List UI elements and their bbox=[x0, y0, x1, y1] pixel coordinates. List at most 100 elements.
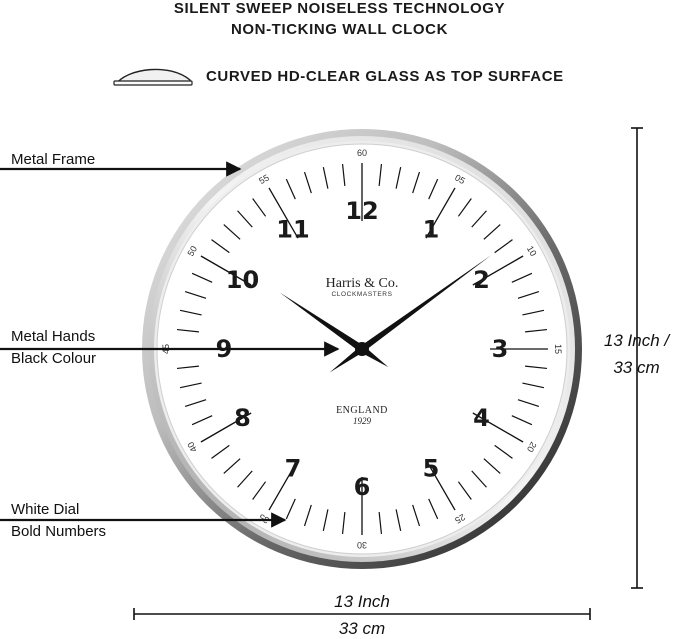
minute-tick bbox=[522, 382, 545, 389]
hour-numeral: 12 bbox=[345, 197, 378, 225]
clock-year: 1929 bbox=[353, 416, 372, 426]
width-label-cm: 33 cm bbox=[338, 619, 386, 638]
minute-tick bbox=[179, 382, 202, 389]
minute-tick bbox=[237, 210, 253, 228]
minute-tick bbox=[268, 187, 299, 239]
height-label-cm: 33 cm bbox=[613, 358, 660, 377]
minute-label: 05 bbox=[453, 172, 467, 186]
minute-label: 60 bbox=[357, 148, 367, 158]
height-label-inch: 13 Inch / bbox=[603, 331, 670, 350]
minute-label: 40 bbox=[185, 440, 199, 454]
hour-numeral: 7 bbox=[285, 455, 302, 483]
minute-tick bbox=[303, 504, 312, 527]
minute-tick bbox=[200, 412, 252, 443]
minute-tick bbox=[285, 498, 296, 520]
headline-line-1: SILENT SWEEP NOISELESS TECHNOLOGY bbox=[173, 0, 506, 17]
minute-tick bbox=[457, 198, 472, 217]
minute-tick bbox=[525, 365, 548, 370]
minute-tick bbox=[517, 290, 540, 299]
callout-metal-frame: Metal Frame bbox=[11, 151, 96, 168]
minute-tick bbox=[483, 224, 501, 240]
minute-label: 30 bbox=[357, 540, 367, 550]
minute-label: 20 bbox=[525, 440, 539, 454]
clock-hands bbox=[279, 254, 492, 373]
minute-tick bbox=[322, 509, 329, 532]
hour-numeral: 10 bbox=[226, 266, 259, 294]
clock-origin: ENGLAND bbox=[336, 405, 388, 416]
hour-numeral: 8 bbox=[234, 404, 251, 432]
minute-tick bbox=[517, 399, 540, 408]
minute-tick bbox=[200, 255, 252, 286]
minute-tick bbox=[341, 163, 346, 186]
callout-bold-numbers: Bold Numbers bbox=[11, 523, 107, 540]
minute-tick bbox=[472, 412, 524, 443]
minute-tick bbox=[184, 399, 207, 408]
headline-line-2: NON-TICKING WALL CLOCK bbox=[230, 21, 449, 38]
minute-tick bbox=[483, 458, 501, 474]
hour-numeral: 1 bbox=[423, 215, 440, 243]
minute-tick bbox=[211, 444, 230, 459]
minute-tick bbox=[425, 459, 456, 511]
width-label-inch: 13 Inch bbox=[334, 592, 390, 611]
minute-tick bbox=[395, 166, 402, 189]
minute-label: 55 bbox=[257, 172, 271, 186]
minute-tick bbox=[191, 415, 213, 426]
minute-tick bbox=[425, 187, 456, 239]
minute-tick bbox=[237, 470, 253, 488]
minute-tick bbox=[525, 328, 548, 333]
minute-tick bbox=[457, 481, 472, 500]
minute-hand bbox=[329, 254, 492, 373]
minute-tick bbox=[511, 415, 533, 426]
clock-subbrand: CLOCKMASTERS bbox=[331, 291, 392, 298]
hour-numeral: 11 bbox=[276, 215, 309, 243]
minute-tick bbox=[303, 171, 312, 194]
minute-tick bbox=[472, 255, 524, 286]
minute-tick bbox=[494, 239, 513, 254]
minute-tick bbox=[176, 365, 199, 370]
minute-tick bbox=[223, 458, 241, 474]
minute-tick bbox=[428, 178, 439, 200]
minute-tick bbox=[428, 498, 439, 520]
minute-tick bbox=[268, 459, 299, 511]
minute-tick bbox=[471, 470, 487, 488]
minute-tick bbox=[285, 178, 296, 200]
minute-tick bbox=[211, 239, 230, 254]
hour-numeral: 3 bbox=[492, 335, 509, 363]
minute-tick bbox=[223, 224, 241, 240]
glass-note: CURVED HD-CLEAR GLASS AS TOP SURFACE bbox=[206, 68, 564, 85]
hour-numeral: 6 bbox=[354, 473, 371, 501]
callout-metal-hands: Metal Hands bbox=[11, 328, 96, 345]
minute-tick bbox=[494, 444, 513, 459]
minute-tick bbox=[179, 309, 202, 316]
hour-numeral: 5 bbox=[423, 455, 440, 483]
minute-tick bbox=[378, 163, 383, 186]
callout-black-colour: Black Colour bbox=[11, 350, 97, 367]
minute-tick bbox=[184, 290, 207, 299]
minute-label: 35 bbox=[257, 512, 271, 526]
center-cap bbox=[355, 342, 369, 356]
minute-tick bbox=[412, 171, 421, 194]
minute-label: 25 bbox=[453, 512, 467, 526]
minute-tick bbox=[412, 504, 421, 527]
minute-label: 15 bbox=[553, 344, 563, 354]
minute-tick bbox=[511, 272, 533, 283]
minute-label: 10 bbox=[525, 244, 539, 258]
minute-tick bbox=[322, 166, 329, 189]
hour-numeral: 2 bbox=[473, 266, 490, 294]
minute-label: 50 bbox=[185, 244, 199, 258]
callout-white-dial: White Dial bbox=[11, 501, 80, 518]
minute-tick bbox=[176, 328, 199, 333]
minute-tick bbox=[378, 512, 383, 535]
width-dimension-line bbox=[133, 608, 591, 620]
minute-tick bbox=[252, 481, 267, 500]
hour-numeral: 4 bbox=[473, 404, 490, 432]
minute-tick bbox=[191, 272, 213, 283]
minute-tick bbox=[471, 210, 487, 228]
minute-tick bbox=[395, 509, 402, 532]
height-dimension-line bbox=[631, 127, 643, 589]
dome-glass-icon bbox=[113, 68, 193, 86]
minute-tick bbox=[522, 309, 545, 316]
minute-tick bbox=[341, 512, 346, 535]
